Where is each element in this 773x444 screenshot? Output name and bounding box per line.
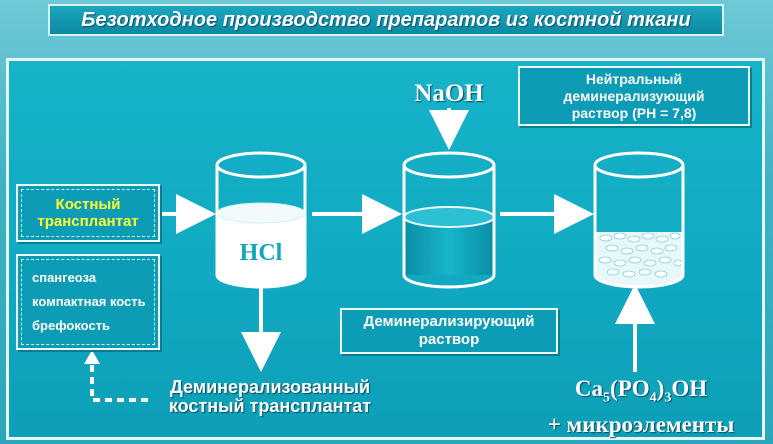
title-bar: Безотходное производство препаратов из к… [48,4,724,36]
demin-line2: раствор [418,331,480,348]
neutral-solution-box: Нейтральный деминерализующий раствор (PH… [518,66,750,126]
tissue-item-0: спангеоза [32,270,97,285]
beaker-demineralizing [402,151,496,289]
demineralized-transplant-label: Деминерализованный костный трансплантат [150,378,390,416]
product-formula: Ca5(PO4)3OH + микроэлементы [536,376,746,438]
tissue-item-2: брефокость [32,318,111,333]
source-line1: Костный [55,196,121,213]
demineralizing-solution-box: Деминерализирующий раствор [340,308,558,354]
dashed-return-arrow [84,350,148,402]
source-line2: трансплантат [37,213,139,230]
formula-line2: + микроэлементы [547,411,735,437]
formula-line1: Ca5(PO4)3OH [574,376,708,406]
demin-transplant-line1: Деминерализованный [169,377,371,397]
source-transplant-box: Костный трансплантат [16,184,160,242]
demin-transplant-line2: костный трансплантат [168,396,372,416]
tissue-list-box: спангеоза компактная кость брефокость [16,254,160,350]
neutral-line3: раствор (PH = 7,8) [571,104,697,121]
tissue-item-1: компактная кость [32,294,146,309]
hcl-label: HCl [239,240,283,266]
page-title: Безотходное производство препаратов из к… [81,8,691,31]
naoh-label: NaOH [414,80,484,107]
beaker-hcl [215,151,307,289]
neutral-line2: деминерализующий [563,87,705,104]
neutral-line1: Нейтральный [585,70,683,87]
beaker-neutral [593,151,685,289]
demin-line1: Деминерализирующий [363,313,535,330]
